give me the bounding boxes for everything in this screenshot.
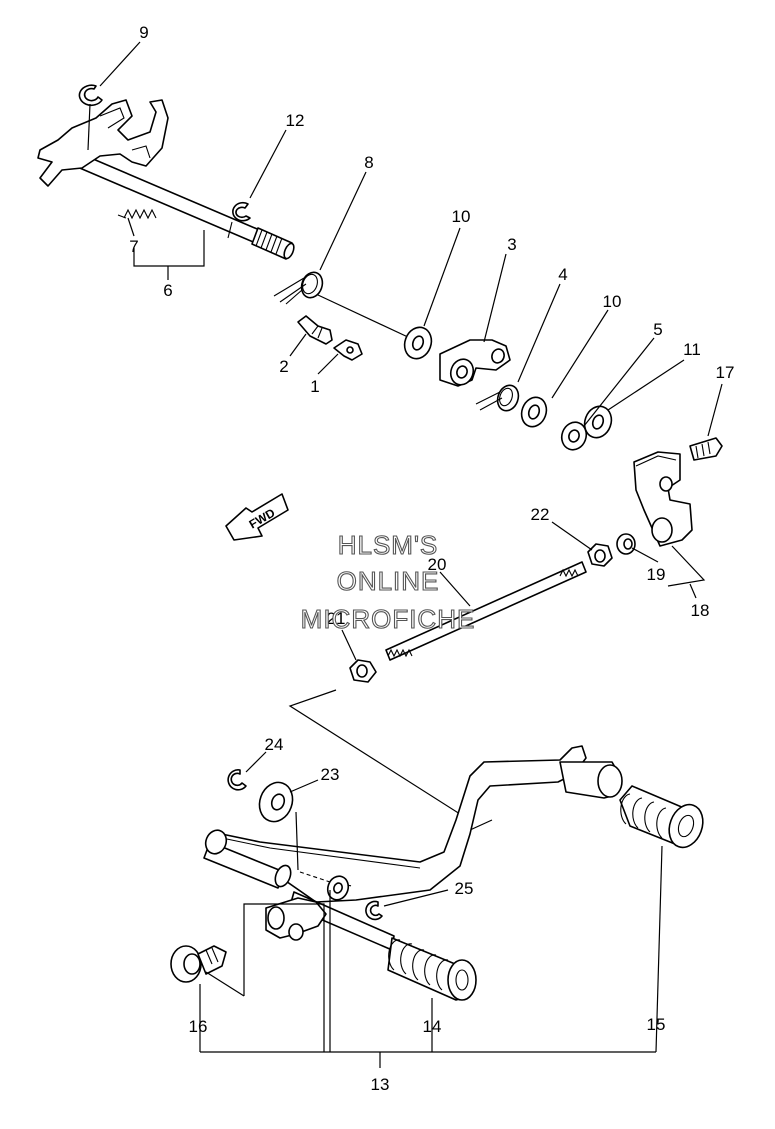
- arrow-forward-icon: [225, 493, 289, 541]
- callout-17[interactable]: 17: [716, 363, 735, 382]
- callout-10a[interactable]: 10: [452, 207, 471, 226]
- callout-14[interactable]: 14: [423, 1017, 442, 1036]
- circlip-9[interactable]: [78, 84, 103, 107]
- circlip-25[interactable]: [365, 900, 383, 921]
- callout-13[interactable]: 13: [371, 1075, 390, 1094]
- callout-19[interactable]: 19: [647, 565, 666, 584]
- footpeg-rubber-15[interactable]: [619, 785, 709, 852]
- washer-23[interactable]: [254, 778, 298, 827]
- callout-10b[interactable]: 10: [603, 292, 622, 311]
- nut-21[interactable]: [349, 659, 377, 683]
- callout-4[interactable]: 4: [558, 265, 567, 284]
- callout-20[interactable]: 20: [428, 555, 447, 574]
- callout-15[interactable]: 15: [647, 1015, 666, 1034]
- callout-1[interactable]: 1: [310, 377, 319, 396]
- callout-7[interactable]: 7: [129, 237, 138, 256]
- callout-25[interactable]: 25: [455, 879, 474, 898]
- nut-22[interactable]: [587, 543, 613, 567]
- callout-12[interactable]: 12: [286, 111, 305, 130]
- rod-end-joint-16[interactable]: [170, 945, 227, 983]
- callout-2[interactable]: 2: [279, 357, 288, 376]
- torsion-spring-4[interactable]: [475, 382, 522, 413]
- shift-rod-20[interactable]: [385, 561, 587, 661]
- washer-5[interactable]: [558, 419, 590, 454]
- watermark: HLSM'S ONLINE MICROFICHE: [300, 529, 476, 634]
- callout-18[interactable]: 18: [691, 601, 710, 620]
- leader-lines: [87, 41, 723, 1068]
- callout-22[interactable]: 22: [531, 505, 550, 524]
- watermark-line-3: MICROFICHE: [301, 604, 476, 634]
- callout-16[interactable]: 16: [189, 1017, 208, 1036]
- callout-6[interactable]: 6: [163, 281, 172, 300]
- callout-24[interactable]: 24: [265, 735, 284, 754]
- washer-11[interactable]: [580, 403, 615, 442]
- callout-3[interactable]: 3: [507, 235, 516, 254]
- watermark-line-2: ONLINE: [337, 566, 440, 596]
- shift-lever-arm-18[interactable]: [616, 451, 693, 555]
- fwd-arrow: FWD: [225, 493, 289, 541]
- circlip-12[interactable]: [232, 201, 251, 222]
- callout-21[interactable]: 21: [327, 609, 346, 628]
- shift-arm-3[interactable]: [439, 339, 511, 388]
- bolt-2[interactable]: [297, 315, 333, 345]
- callout-9[interactable]: 9: [139, 23, 148, 42]
- shift-shaft[interactable]: [37, 99, 296, 260]
- washer-10-first[interactable]: [400, 324, 435, 363]
- callout-11[interactable]: 11: [683, 340, 701, 359]
- callout-23[interactable]: 23: [321, 765, 340, 784]
- washer-10-second[interactable]: [518, 394, 551, 430]
- watermark-line-1: HLSM'S: [338, 530, 439, 560]
- callout-5[interactable]: 5: [653, 320, 662, 339]
- callout-8[interactable]: 8: [364, 153, 373, 172]
- stopper-plate-1[interactable]: [333, 339, 363, 361]
- return-spring-8[interactable]: [273, 269, 326, 305]
- circlip-24[interactable]: [227, 769, 247, 791]
- callout-numbers: 9 12 8 10 3 4 10 5 11 17 7 6 2 1 22 19 1…: [129, 23, 734, 1094]
- footpeg-rubber-14[interactable]: [387, 937, 477, 1001]
- shift-pedal-13[interactable]: [202, 745, 623, 951]
- washer-pedal[interactable]: [324, 873, 351, 902]
- bolt-17[interactable]: [689, 437, 723, 461]
